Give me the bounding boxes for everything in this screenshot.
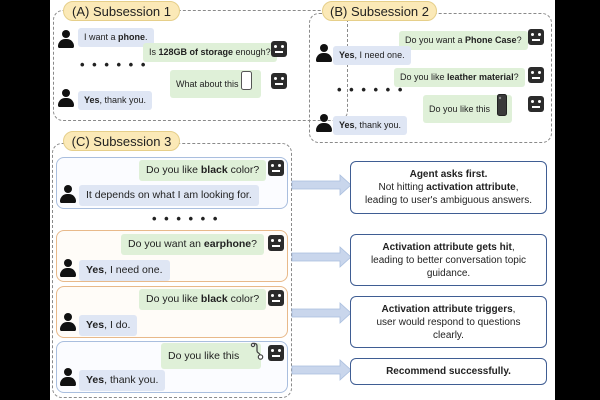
robot-icon: [528, 67, 544, 83]
arrow-3: [291, 302, 352, 324]
subsession-b-tag: (B) Subsession 2: [322, 1, 437, 21]
figure-canvas: (A) Subsession 1 I want a phone. Is 128G…: [50, 0, 555, 400]
robot-icon: [528, 96, 544, 112]
note-3: Activation attribute triggers, user woul…: [350, 296, 547, 348]
ellipsis: • • • • • •: [80, 57, 148, 72]
user-message: Yes, thank you.: [333, 116, 408, 135]
robot-icon: [528, 29, 544, 45]
robot-icon: [271, 73, 287, 89]
arrow-2: [291, 246, 352, 268]
user-message: Yes, I need one.: [333, 46, 411, 65]
robot-icon: [268, 160, 284, 176]
arrow-4: [291, 359, 352, 381]
agent-message: Do you want a Phone Case?: [399, 31, 528, 50]
agent-message: Do you like this: [161, 343, 262, 369]
robot-icon: [268, 290, 284, 306]
user-icon: [60, 313, 76, 331]
robot-icon: [271, 41, 287, 57]
user-icon: [316, 44, 332, 62]
phone-case-icon: [497, 94, 507, 116]
note-2: Activation attribute gets hit, leading t…: [350, 234, 547, 286]
subsession-a-tag: (A) Subsession 1: [63, 1, 180, 21]
user-message: Yes, I do.: [79, 315, 138, 336]
user-icon: [58, 89, 74, 107]
ellipsis: • • • • • •: [152, 211, 220, 226]
user-message: Yes, thank you.: [78, 91, 153, 110]
subsession-a-tag-label: (A) Subsession 1: [72, 3, 171, 19]
subsession-a-box: [53, 10, 348, 121]
arrows-layer: [291, 174, 352, 381]
robot-icon: [268, 345, 284, 361]
user-message: I want a phone.: [78, 28, 154, 47]
user-icon: [60, 259, 76, 277]
agent-message: Do you like leather material?: [394, 68, 525, 87]
agent-message: Do you want an earphone?: [121, 234, 264, 255]
user-icon: [60, 185, 76, 203]
user-icon: [58, 30, 74, 48]
note-1: Agent asks first. Not hitting activation…: [350, 161, 547, 214]
agent-message: Do you like black color?: [139, 289, 267, 310]
user-icon: [60, 368, 76, 386]
note-4: Recommend successfully.: [350, 358, 547, 385]
earphone-icon: [250, 342, 264, 360]
user-icon: [316, 114, 332, 132]
subsession-c-tag-label: (C) Subsession 3: [71, 133, 172, 149]
user-message: It depends on what I am looking for.: [79, 185, 259, 206]
arrow-1: [291, 174, 352, 196]
agent-message: Is 128GB of storage enough?: [143, 43, 277, 62]
user-message: Yes, I need one.: [79, 260, 170, 281]
subsession-c-tag: (C) Subsession 3: [63, 131, 180, 151]
subsession-b-tag-label: (B) Subsession 2: [330, 3, 429, 19]
phone-icon: [241, 71, 252, 90]
agent-message: Do you like black color?: [139, 160, 267, 181]
robot-icon: [268, 235, 284, 251]
ellipsis: • • • • • •: [337, 82, 405, 97]
user-message: Yes, thank you.: [79, 370, 166, 391]
